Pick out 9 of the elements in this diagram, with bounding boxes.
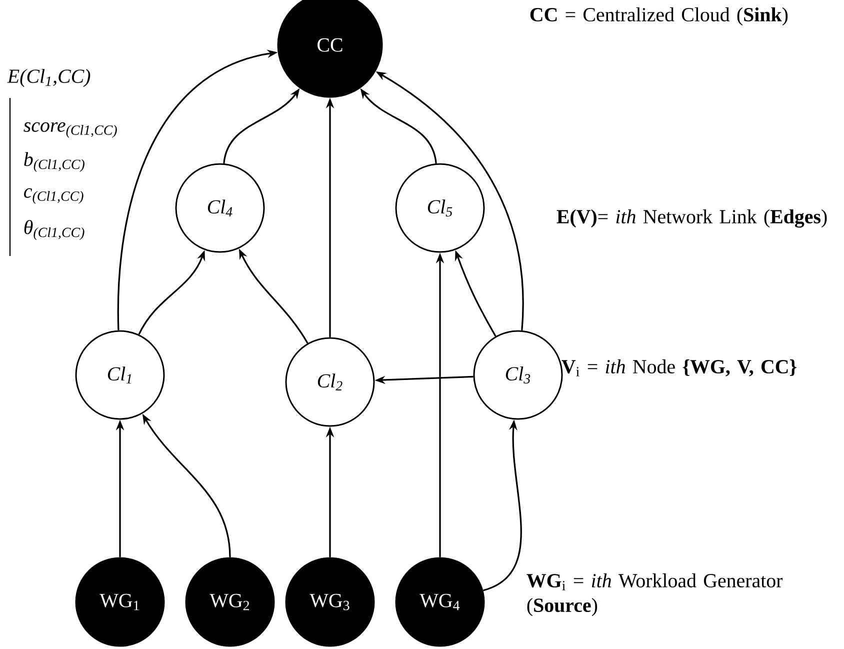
legend-note: E(V)= ith Network Link (Edges) [556, 209, 827, 228]
edge-attribute: c$_{(Cl1,CC)}$ [24, 188, 84, 204]
edge-attribute: score$_{(Cl1,CC)}$ [24, 122, 117, 138]
legend-note: CC = Centralized Cloud (Sink) [530, 7, 788, 26]
edge-attribute: θ$_{(Cl1,CC)}$ [24, 220, 84, 240]
edge-attribute: b$_{(Cl1,CC)}$ [24, 152, 84, 172]
legend-note: WG$_{i}$ = ith Workload Generator (Source) [526, 573, 783, 616]
legend-note: V$_{i}$ = ith Node {WG, V, CC} [562, 359, 796, 376]
edge-attribute-title: E(Cl$_{1}$,CC) [7, 68, 90, 88]
